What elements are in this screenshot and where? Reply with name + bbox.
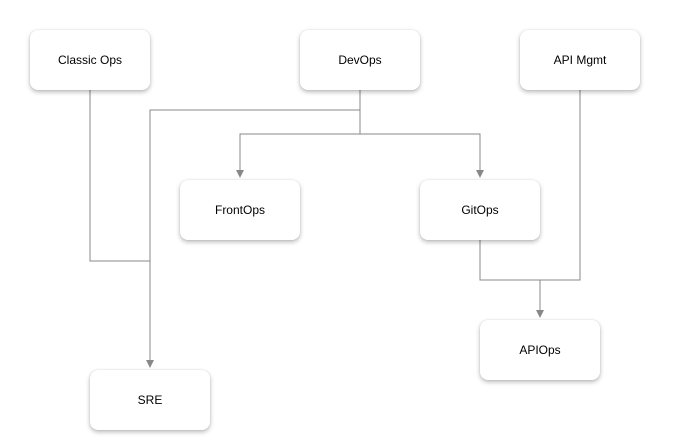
node-frontops[interactable]: FrontOps <box>180 180 300 240</box>
edge-gitops-apiops <box>479 240 544 318</box>
edge-devops-frontops <box>236 90 361 178</box>
edge-devops-gitops <box>360 133 484 178</box>
edge-classic-ops-sre <box>89 90 150 262</box>
node-label: SRE <box>137 393 163 407</box>
node-api-mgmt[interactable]: API Mgmt <box>520 30 640 90</box>
node-label: DevOps <box>338 53 382 67</box>
node-label: APIOps <box>519 343 561 357</box>
node-apiops[interactable]: APIOps <box>480 320 600 380</box>
node-label: API Mgmt <box>553 53 607 67</box>
edge-api-mgmt-apiops <box>540 90 581 281</box>
node-label: Classic Ops <box>57 53 122 67</box>
edge-devops-sre <box>146 90 361 368</box>
node-gitops[interactable]: GitOps <box>420 180 540 240</box>
node-label: FrontOps <box>214 203 265 217</box>
node-classic-ops[interactable]: Classic Ops <box>30 30 150 90</box>
node-label: GitOps <box>461 203 499 217</box>
node-devops[interactable]: DevOps <box>300 30 420 90</box>
node-sre[interactable]: SRE <box>90 370 210 430</box>
